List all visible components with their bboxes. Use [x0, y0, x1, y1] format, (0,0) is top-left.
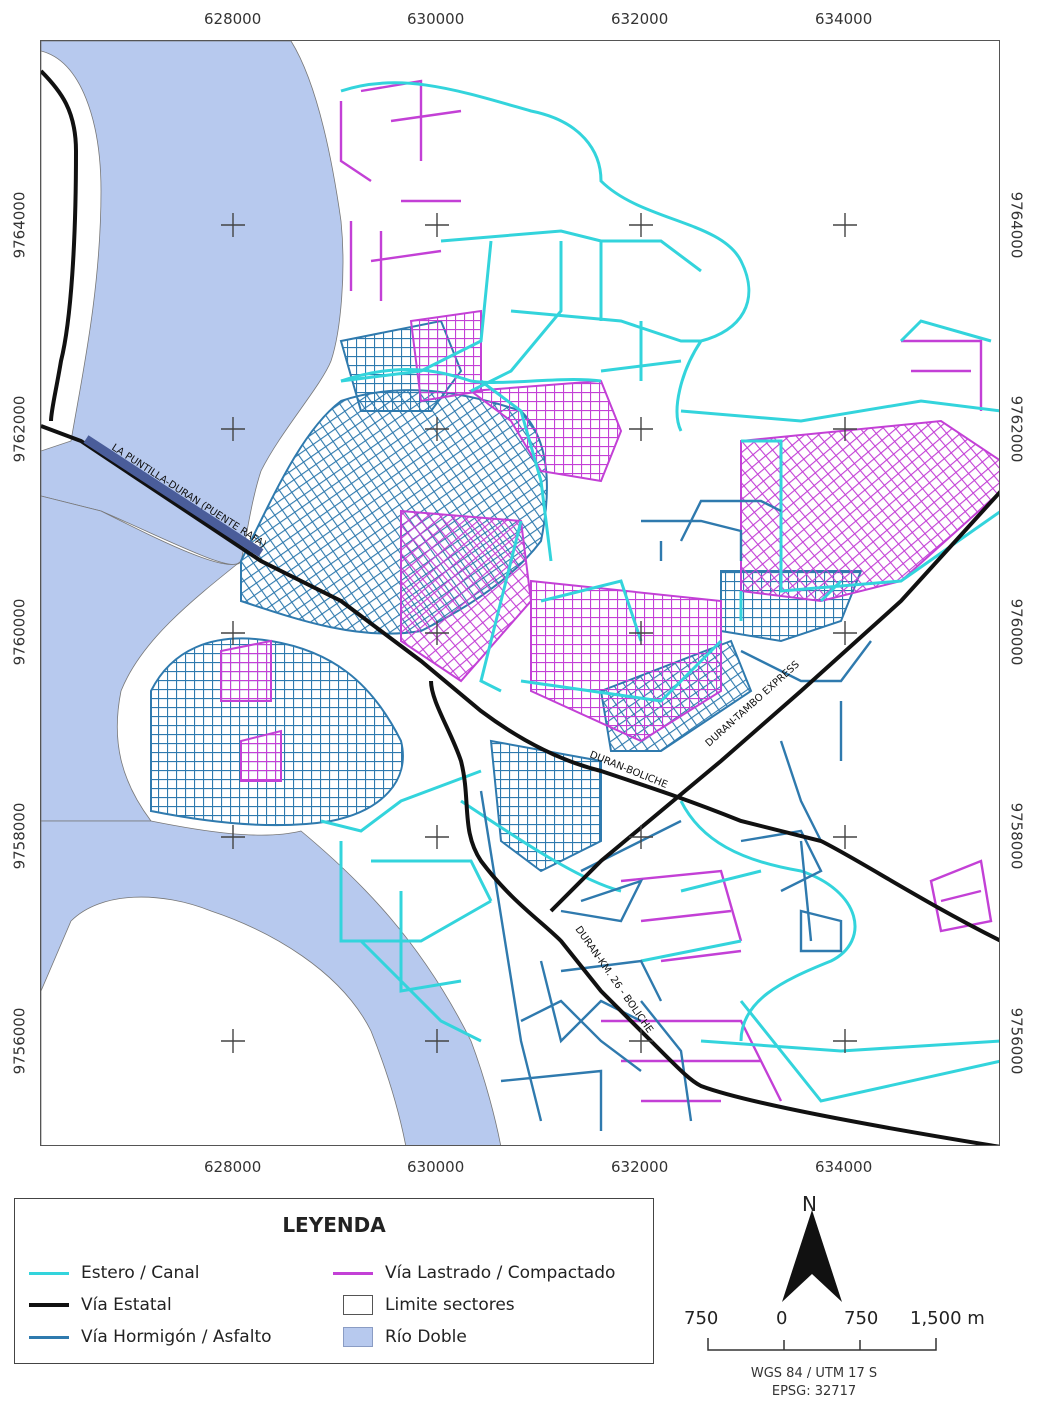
legend-label-via-estatal: Vía Estatal	[81, 1295, 172, 1315]
district-lastrado-east	[740, 419, 999, 603]
x-coord-top-1: 628000	[204, 10, 262, 28]
legend-item-via-estatal: Vía Estatal	[29, 1295, 172, 1315]
x-coord-top-4: 634000	[815, 10, 873, 28]
estero-swatch	[29, 1271, 69, 1275]
north-arrow-icon	[782, 1210, 842, 1302]
district-lastrado-southcenter	[530, 579, 722, 743]
rio-swatch	[343, 1327, 373, 1347]
legend-label-rio: Río Doble	[385, 1327, 467, 1347]
via-estatal-swatch	[29, 1303, 69, 1307]
y-coord-left-1: 9764000	[10, 191, 29, 259]
scale-label-right: 1,500 m	[910, 1308, 985, 1329]
y-coord-left-3: 9760000	[10, 598, 29, 666]
epsg-label: EPSG: 32717	[771, 1384, 857, 1399]
y-coord-right-2: 9762000	[1007, 395, 1026, 463]
river-island	[41, 50, 102, 452]
y-coord-right-1: 9764000	[1007, 191, 1026, 259]
river-island-2	[41, 896, 407, 1145]
north-label: N	[802, 1192, 817, 1216]
limite-swatch	[343, 1295, 373, 1315]
y-coord-left-5: 9756000	[10, 1007, 29, 1075]
legend-label-limite: Limite sectores	[385, 1295, 515, 1315]
legend-item-hormigon: Vía Hormigón / Asfalto	[29, 1327, 272, 1347]
via-estatal-km26	[429, 680, 999, 1145]
x-coord-bottom-1: 628000	[204, 1158, 262, 1176]
estero-urban-boundaries	[340, 319, 999, 703]
river-main	[41, 41, 344, 565]
lastrado-swatch	[333, 1271, 373, 1275]
x-coord-bottom-2: 630000	[407, 1158, 465, 1176]
scale-label-left: 750	[684, 1308, 719, 1329]
via-estatal-tambo	[549, 490, 999, 913]
district-lastrado-north	[409, 309, 482, 403]
river-lower	[41, 495, 242, 822]
crs-label: WGS 84 / UTM 17 S	[750, 1366, 878, 1381]
legend-title: LEYENDA	[282, 1213, 386, 1237]
legend-item-estero: Estero / Canal	[29, 1263, 199, 1283]
estero-north-network	[340, 81, 751, 432]
district-lastrado-southeast	[601, 869, 783, 1103]
y-coord-right-4: 9758000	[1007, 802, 1026, 870]
legend-label-estero: Estero / Canal	[81, 1263, 200, 1283]
x-coord-bottom-3: 632000	[611, 1158, 669, 1176]
district-lastrado-northeast-sq	[901, 339, 983, 411]
scale-and-north: N 750 0 750 1,500 m WGS 84 / UTM 17 S EP…	[680, 1190, 1020, 1405]
hormigon-swatch	[29, 1335, 69, 1339]
map-frame[interactable]: LA PUNTILLA-DURAN (PUENTE RAFA) DURAN-TA…	[40, 40, 1000, 1146]
scale-label-zero: 0	[776, 1308, 788, 1329]
x-coord-bottom-4: 634000	[815, 1158, 873, 1176]
grid-crosses	[221, 213, 857, 1053]
x-coord-top-2: 630000	[407, 10, 465, 28]
legend-box: LEYENDA Estero / Canal Vía Estatal Vía H…	[14, 1198, 654, 1364]
scale-bar	[707, 1338, 937, 1351]
district-hormigon-south	[489, 739, 602, 873]
estero-south-network	[320, 769, 999, 1103]
district-lastrado-west	[220, 639, 272, 702]
legend-label-lastrado: Vía Lastrado / Compactado	[385, 1263, 616, 1283]
y-coord-left-2: 9762000	[10, 395, 29, 463]
scale-label-mid: 750	[844, 1308, 879, 1329]
via-estatal-puente	[41, 424, 999, 943]
via-estatal-west	[41, 69, 79, 422]
hormigon-east-streets	[641, 499, 872, 842]
district-lastrado-west2	[240, 729, 282, 782]
x-coord-top-3: 632000	[611, 10, 669, 28]
district-lastrado-far-east	[929, 859, 993, 933]
y-coord-right-5: 9756000	[1007, 1007, 1026, 1075]
legend-label-hormigon: Vía Hormigón / Asfalto	[81, 1327, 272, 1347]
district-lastrado-northwest	[339, 79, 462, 301]
map-canvas: LA PUNTILLA-DURAN (PUENTE RAFA) DURAN-TA…	[41, 41, 999, 1145]
legend-item-limite: Limite sectores	[343, 1295, 515, 1315]
y-coord-left-4: 9758000	[10, 802, 29, 870]
legend-item-lastrado: Vía Lastrado / Compactado	[333, 1263, 615, 1283]
y-coord-right-3: 9760000	[1007, 598, 1026, 666]
district-lastrado-mid	[400, 509, 533, 683]
via-estatal-puente-highlight	[83, 435, 264, 557]
legend-item-rio: Río Doble	[343, 1327, 467, 1347]
